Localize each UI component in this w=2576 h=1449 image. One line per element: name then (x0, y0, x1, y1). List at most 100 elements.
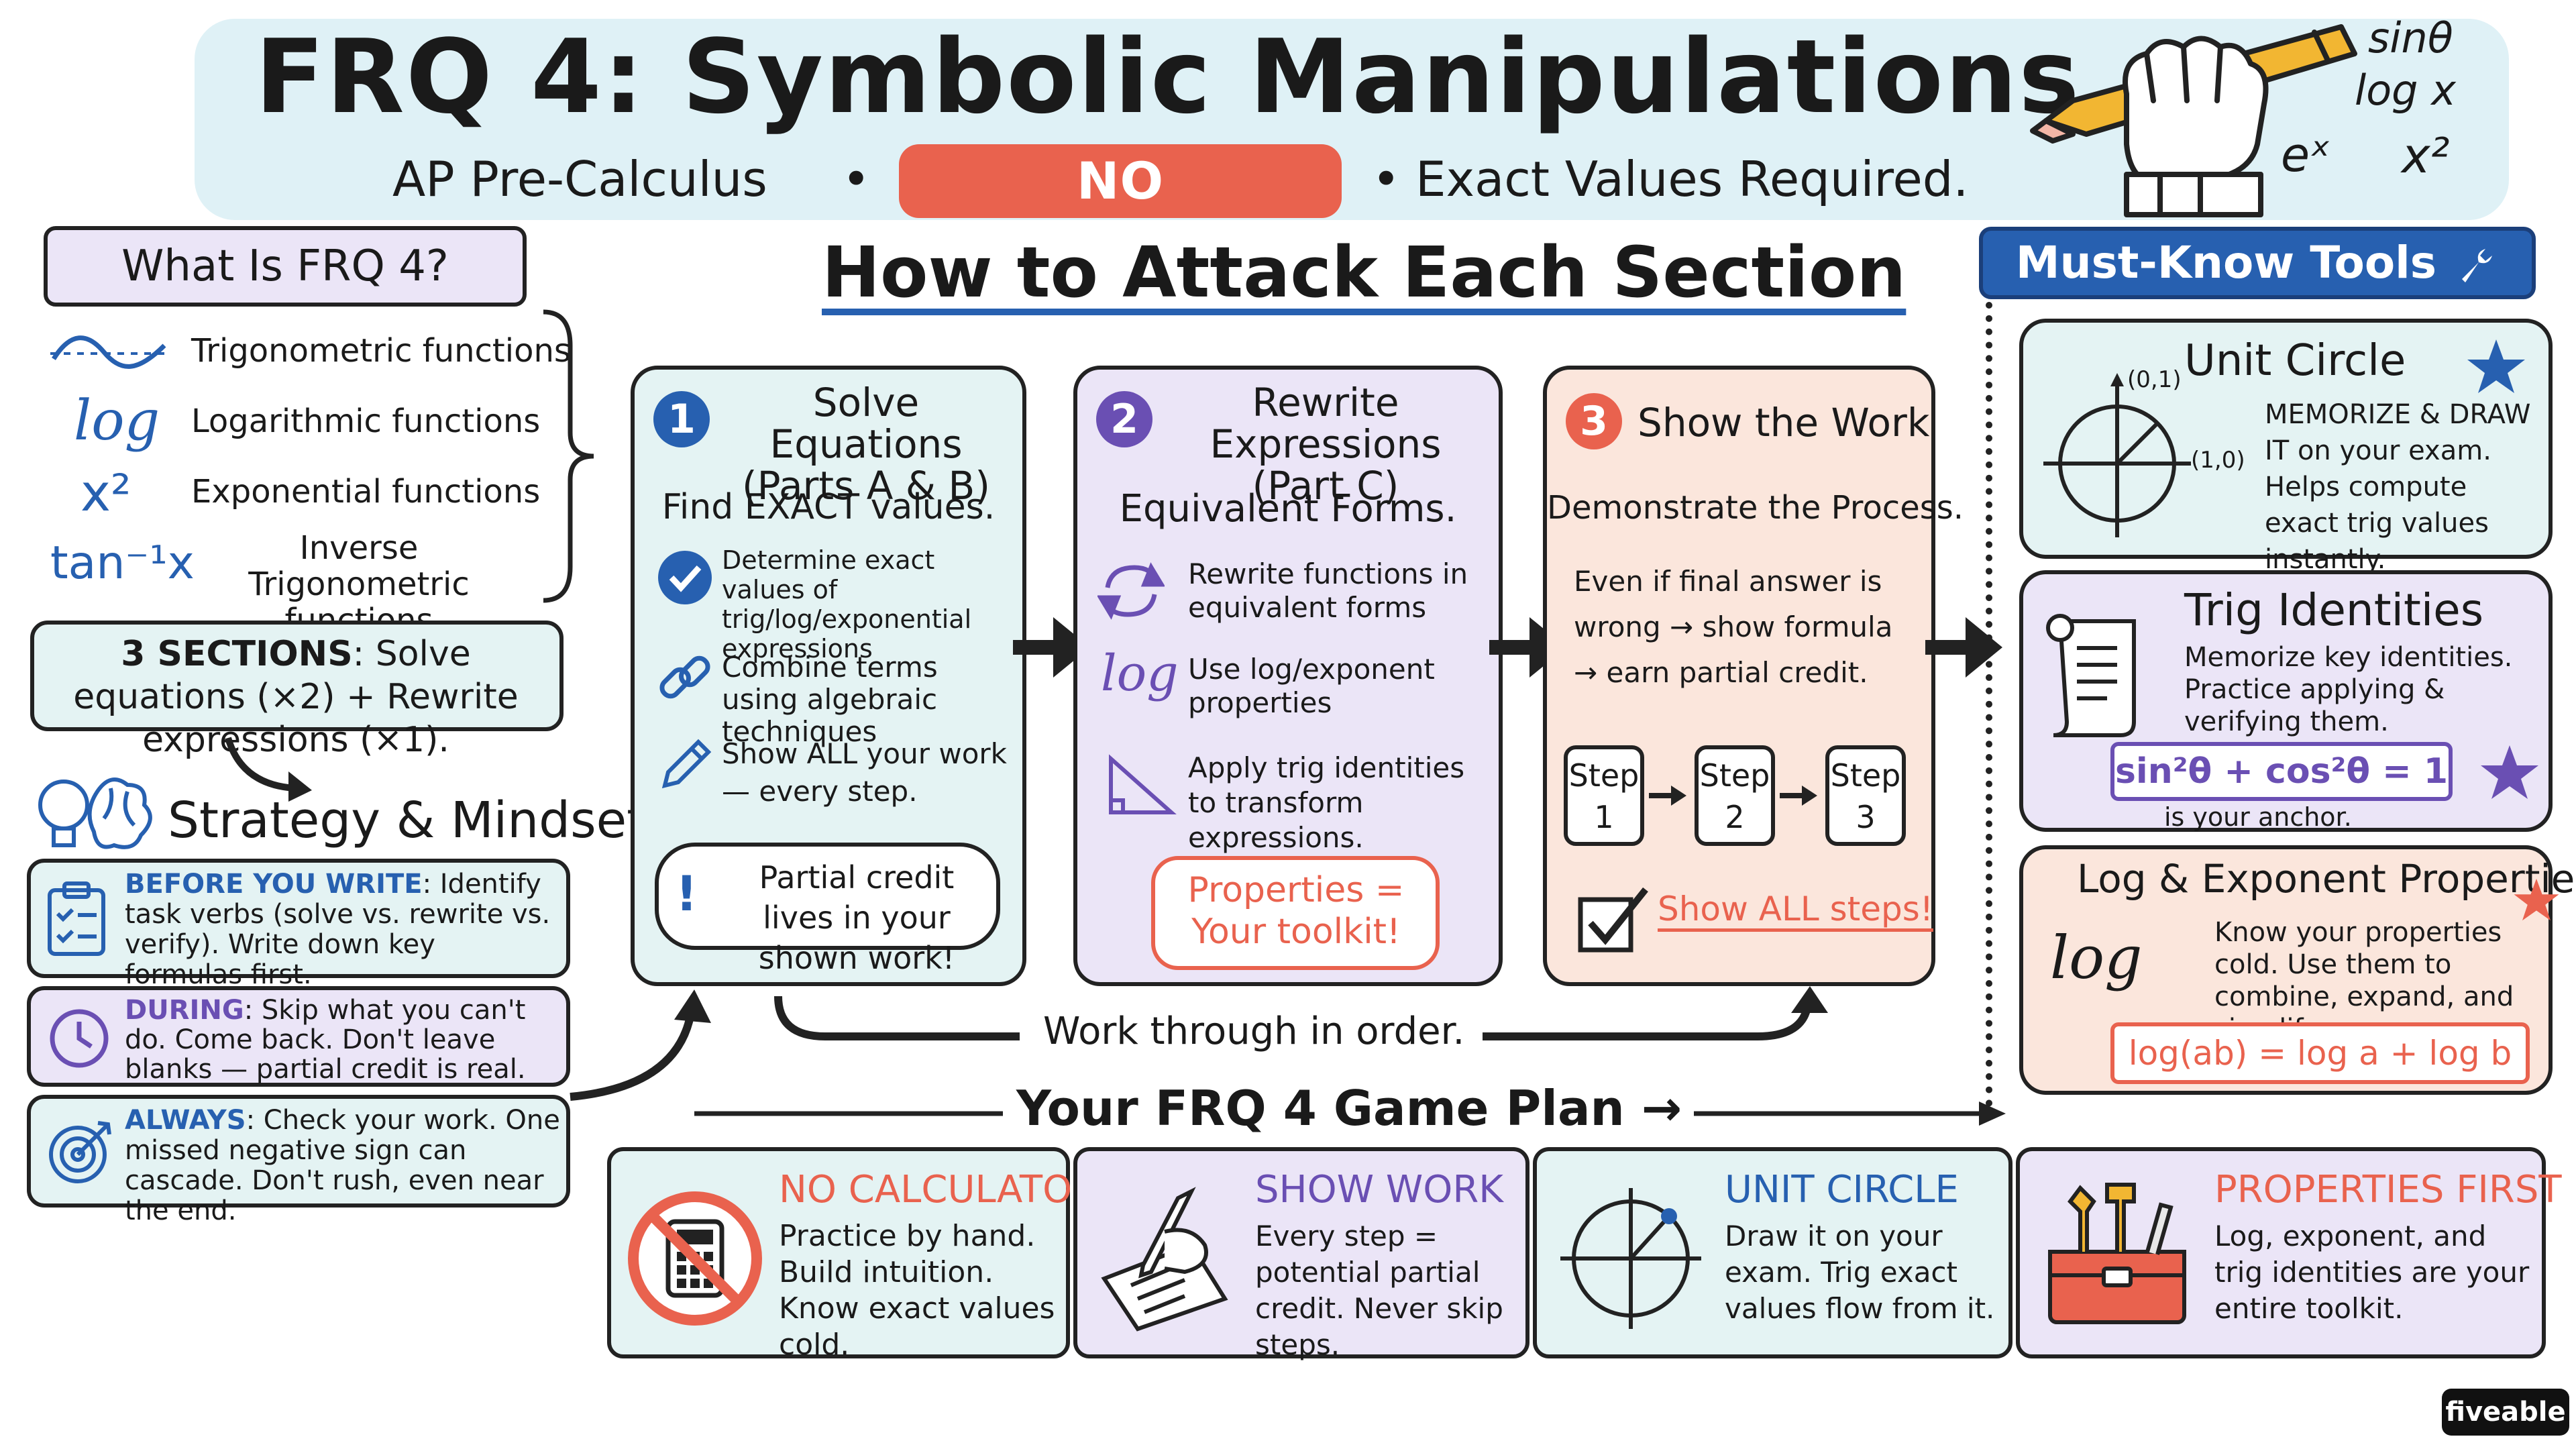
plan-title-properties-first: PROPERTIES FIRST (2214, 1168, 2562, 1212)
brain-bulb-icon (38, 777, 152, 849)
dotted-divider (1986, 302, 1992, 1107)
math-term-log: log x (2355, 66, 2456, 115)
during-label: DURING (125, 995, 244, 1026)
game-plan-show-work: SHOW WORK Every step = potential partial… (1073, 1147, 1529, 1361)
function-label-exp: Exponential functions (191, 473, 541, 511)
log-exponent-card: Log & Exponent Properties log Know your … (2019, 845, 2576, 1095)
card1-subtitle: Find EXACT values. (661, 487, 996, 527)
cycle-arrows-icon (1097, 562, 1165, 620)
star-icon (2467, 339, 2525, 393)
log-icon: log (2050, 923, 2143, 992)
arrow-right-1 (1013, 617, 1090, 678)
during-card: DURING: Skip what you can't do. Come bac… (27, 986, 570, 1087)
trig-identities-title: Trig Identities (2184, 584, 2484, 636)
plan-text-show-work: Every step = potential partial credit. N… (1255, 1220, 1503, 1361)
separator-dot: • (842, 151, 871, 207)
card2-callout: Properties = Your toolkit! (1187, 870, 1405, 952)
plan-text-unit-circle: Draw it on your exam. Trig exact values … (1725, 1220, 1995, 1325)
exact-values-label: Exact Values Required. (1415, 151, 1969, 207)
game-plan-label: Your FRQ 4 Game Plan → (1016, 1080, 1682, 1136)
toolkit-callout: Properties = Your toolkit! (1151, 856, 1440, 970)
curved-arrow-down (225, 737, 312, 802)
step-arrow (1649, 786, 1686, 806)
clock-icon (50, 1009, 109, 1068)
pythagorean-identity: sin²θ + cos²θ = 1 (2110, 742, 2453, 801)
strategy-title: Strategy & Mindset (168, 792, 647, 849)
sections-count: 3 SECTIONS (121, 634, 353, 674)
tools-header-label: Must-Know Tools (2015, 237, 2437, 288)
sections-text: : Solve equations (×2) + Rewrite express… (73, 634, 519, 760)
card2-item-2: Use log/exponent properties (1188, 653, 1435, 719)
log-exp-title: Log & Exponent Properties (2077, 856, 2576, 902)
sections-summary: 3 SECTIONS: Solve equations (×2) + Rewri… (30, 621, 564, 760)
work-through-label: Work through in order. (1043, 1010, 1465, 1053)
always-text: : Check your work. One missed negative s… (125, 1105, 560, 1226)
math-term-sin: sinθ (2368, 13, 2453, 62)
fist-pencil-icon (2030, 24, 2357, 217)
partial-credit-callout: ! Partial credit lives in your shown wor… (655, 843, 1000, 976)
sine-wave-icon (50, 335, 171, 369)
fiveable-logo: fiveable (2442, 1389, 2569, 1436)
attack-heading: How to Attack Each Section (822, 231, 1907, 313)
unit-circle-text: MEMORIZE & DRAW IT on your exam. Helps c… (2265, 399, 2531, 575)
unit-circle-title: Unit Circle (2184, 336, 2406, 386)
point-label-right: (1,0) (2191, 447, 2245, 474)
step-number-2: 2 (1096, 391, 1152, 447)
solve-equations-card: 1 Solve Equations (Parts A & B) Find EXA… (631, 366, 1026, 986)
card2-title: Rewrite Expressions (Part C) (1210, 380, 1442, 508)
inverse-trig-icon: tan⁻¹x (50, 537, 195, 590)
card3-check-text: Show ALL steps! (1658, 890, 1933, 928)
before-you-write-card: BEFORE YOU WRITE: Identify task verbs (s… (27, 859, 570, 990)
log-icon: log (74, 389, 160, 453)
plan-text-no-calculator: Practice by hand. Build intuition. Know … (779, 1219, 1055, 1362)
plan-text-properties-first: Log, exponent, and trig identities are y… (2214, 1220, 2530, 1325)
no-calculator-icon (628, 1191, 762, 1326)
card2-item-1: Rewrite functions in equivalent forms (1188, 557, 1468, 624)
step-number-3: 3 (1566, 393, 1622, 449)
game-plan-properties-first: PROPERTIES FIRST Log, exponent, and trig… (2016, 1147, 2562, 1358)
curly-brace (543, 309, 594, 603)
checkmark-circle-icon (658, 551, 712, 604)
card2-item-3: Apply trig identities to transform expre… (1188, 751, 1465, 854)
log-icon: log (1101, 645, 1179, 702)
game-plan-line (694, 1102, 2006, 1126)
plan-title-show-work: SHOW WORK (1255, 1168, 1503, 1212)
function-label-trig: Trigonometric functions (191, 332, 571, 370)
anchor-text: is your anchor. (2164, 802, 2352, 832)
card3-body: Even if final answer is wrong → show for… (1574, 565, 1893, 689)
toolbox-icon (2048, 1183, 2186, 1324)
link-icon (659, 655, 710, 699)
step-box-3: Step 3 (1825, 745, 1906, 846)
pencil-icon (661, 739, 712, 789)
game-plan-unit-circle: UNIT CIRCLE Draw it on your exam. Trig e… (1533, 1147, 2012, 1358)
card1-item-2: Combine terms using algebraic techniques (722, 651, 938, 748)
card3-title: Show the Work (1638, 400, 1930, 445)
trig-identities-text: Memorize key identities. Practice applyi… (2184, 642, 2513, 737)
wrench-icon (2452, 231, 2499, 295)
trig-identities-card: Trig Identities Memorize key identities.… (2019, 570, 2553, 832)
before-text: : Identify task verbs (solve vs. rewrite… (125, 869, 551, 990)
card1-item-3: Show ALL your work — every step. (722, 737, 1007, 808)
star-icon (2514, 878, 2559, 921)
checkbox-icon (1578, 887, 1648, 953)
separator-dot: • (1372, 151, 1401, 207)
card1-title: Solve Equations (Parts A & B) (742, 380, 990, 508)
card1-callout: Partial credit lives in your shown work! (758, 859, 955, 976)
game-plan-no-calculator: NO CALCULATOR Practice by hand. Build in… (607, 1147, 1098, 1362)
math-term-exp: eˣ (2281, 127, 2331, 182)
math-term-square: x² (2402, 127, 2450, 184)
plan-title-unit-circle: UNIT CIRCLE (1725, 1168, 1959, 1212)
target-icon (49, 1121, 111, 1183)
curved-arrow-up (570, 989, 711, 1101)
before-label: BEFORE YOU WRITE (125, 869, 423, 900)
arrow-right-3 (1925, 617, 2002, 678)
plan-title-no-calculator: NO CALCULATOR (779, 1168, 1099, 1212)
step-arrow (1780, 786, 1817, 806)
unit-circle-icon (1560, 1188, 1701, 1329)
exclamation-icon: ! (676, 865, 698, 922)
exponent-icon: x² (80, 463, 131, 523)
writing-hand-icon (1101, 1187, 1228, 1332)
unit-circle-icon (2043, 373, 2191, 537)
course-label: AP Pre-Calculus (392, 151, 767, 207)
no-calculator-badge: NO CALCULATOR (899, 144, 1342, 284)
